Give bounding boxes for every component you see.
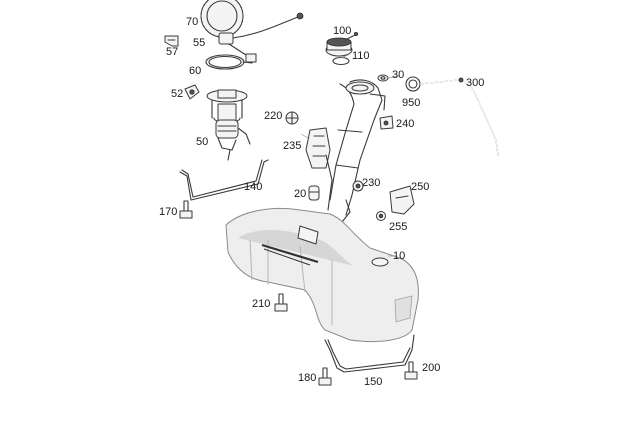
part-180-bolt — [318, 367, 332, 386]
callout-55[interactable]: 55 — [193, 37, 206, 49]
part-170-bolt — [179, 200, 193, 219]
callout-200[interactable]: 200 — [422, 362, 441, 374]
callout-50[interactable]: 50 — [196, 136, 209, 148]
callout-70[interactable]: 70 — [186, 16, 199, 28]
callout-220[interactable]: 220 — [264, 110, 283, 122]
part-950-hose-clamp — [405, 76, 421, 92]
callout-110[interactable]: 110 — [352, 50, 370, 62]
part-235-shield — [305, 127, 331, 169]
callout-950[interactable]: 950 — [402, 97, 421, 109]
callout-235[interactable]: 235 — [283, 140, 302, 152]
part-20-plug — [308, 185, 320, 201]
part-255-grommet — [376, 211, 386, 221]
callout-250[interactable]: 250 — [411, 181, 430, 193]
callout-30[interactable]: 30 — [392, 69, 405, 81]
part-10-fuel-tank — [225, 207, 419, 343]
part-30-washer — [377, 74, 389, 82]
part-50-fuel-pump-module — [206, 89, 251, 161]
callout-230[interactable]: 230 — [362, 177, 381, 189]
callout-10[interactable]: 10 — [393, 250, 406, 262]
part-250-bracket — [389, 185, 415, 215]
part-52-retainer — [184, 84, 200, 100]
part-220-sensor — [285, 111, 299, 125]
part-70-lock-ring — [200, 0, 244, 38]
part-200-bolt — [404, 361, 418, 380]
callout-57[interactable]: 57 — [166, 46, 179, 58]
part-110-seal — [332, 56, 350, 66]
callout-300[interactable]: 300 — [466, 77, 485, 89]
callout-52[interactable]: 52 — [171, 88, 184, 100]
part-55-sensor-cable — [218, 12, 304, 64]
part-230-filler-neck — [325, 79, 386, 223]
callout-140[interactable]: 140 — [244, 181, 263, 193]
part-210-bolt — [274, 293, 288, 312]
part-57-clip — [164, 35, 179, 47]
part-140-tank-strap — [179, 159, 269, 201]
callout-210[interactable]: 210 — [252, 298, 271, 310]
part-100-filler-cap — [325, 32, 358, 57]
callout-100[interactable]: 100 — [333, 25, 352, 37]
leader-lines — [300, 54, 400, 257]
callout-170[interactable]: 170 — [159, 206, 178, 218]
part-240-bracket — [379, 115, 394, 130]
callout-60[interactable]: 60 — [189, 65, 202, 77]
callout-255[interactable]: 255 — [389, 221, 408, 233]
part-150-tank-strap — [324, 334, 415, 373]
callout-180[interactable]: 180 — [298, 372, 317, 384]
callout-20[interactable]: 20 — [294, 188, 307, 200]
part-300-vent-pipe — [419, 77, 499, 156]
part-60-seal-ring — [205, 54, 245, 70]
callout-240[interactable]: 240 — [396, 118, 415, 130]
callout-150[interactable]: 150 — [364, 376, 383, 388]
